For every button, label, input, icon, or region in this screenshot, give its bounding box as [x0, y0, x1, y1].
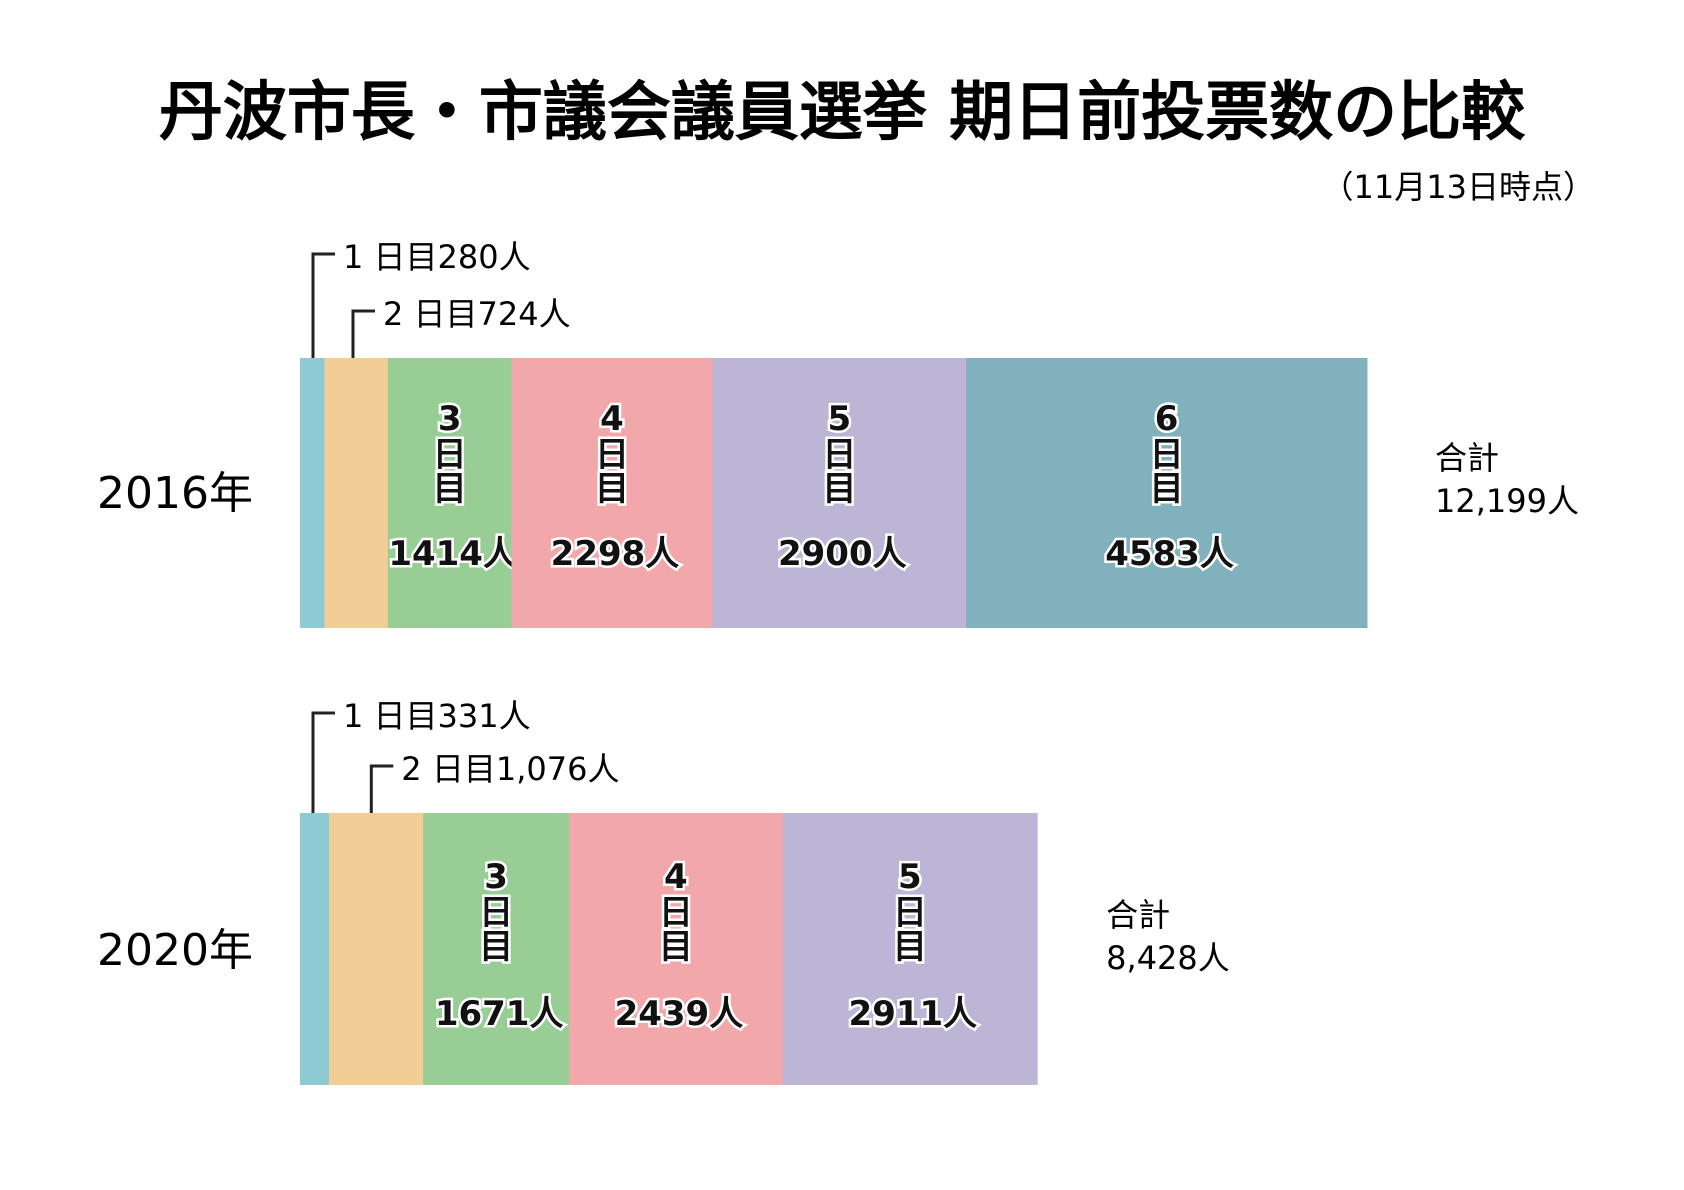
segment-day-char: 目	[893, 927, 927, 967]
segment-day-char: 日	[595, 435, 629, 475]
total-label: 合計	[1435, 439, 1499, 477]
callout-line	[369, 764, 394, 813]
bar-segment-day3	[387, 358, 512, 628]
data-label: 2 日目724人	[383, 295, 571, 333]
data-label: 1 日目331人	[343, 697, 531, 735]
bar-segment-day1	[300, 358, 325, 628]
segment-day-char: 目	[659, 927, 693, 967]
bar-segment-day6	[966, 358, 1368, 628]
chart-title: 丹波市長・市議会議員選挙 期日前投票数の比較	[159, 76, 1526, 150]
segment-day-char: 日	[433, 435, 467, 475]
data-label: 4583人	[1105, 534, 1234, 574]
data-label: 2298人	[551, 534, 680, 574]
data-label: 1 日目280人	[343, 238, 531, 276]
bar-segment-day5	[782, 813, 1038, 1085]
year-label: 2020年	[97, 925, 253, 976]
segment-day-char: 目	[1150, 469, 1184, 509]
segment-day-number: 6	[1155, 399, 1179, 439]
segment-day-number: 3	[438, 399, 462, 439]
data-label: 1671人	[435, 994, 564, 1034]
segment-day-number: 4	[600, 399, 624, 439]
segment-day-char: 日	[893, 893, 927, 933]
segment-day-char: 目	[479, 927, 513, 967]
bar-segment-day5	[712, 358, 967, 628]
segment-day-char: 日	[479, 893, 513, 933]
segment-day-number: 5	[827, 399, 851, 439]
segment-day-char: 目	[822, 469, 856, 509]
total-value: 8,428人	[1106, 939, 1230, 977]
bar-segment-day1	[300, 813, 330, 1085]
data-label: 2 日目1,076人	[401, 750, 619, 788]
segment-day-number: 4	[664, 857, 688, 897]
year-label: 2016年	[97, 468, 253, 519]
segment-day-char: 目	[433, 469, 467, 509]
segment-day-number: 3	[484, 857, 508, 897]
data-label: 2911人	[849, 994, 978, 1034]
segment-day-char: 日	[659, 893, 693, 933]
bar-segment-day4	[511, 358, 713, 628]
callout-line	[311, 711, 335, 813]
callout-line	[351, 309, 375, 358]
bar-segment-day2	[328, 813, 424, 1085]
chart-subtitle: （11月13日時点）	[1322, 168, 1595, 206]
bar-segment-day4	[569, 813, 784, 1085]
total-value: 12,199人	[1435, 482, 1579, 520]
data-label: 1414人	[388, 534, 517, 574]
data-label: 2439人	[615, 994, 744, 1034]
callout-line	[311, 252, 335, 358]
segment-day-char: 日	[822, 435, 856, 475]
segment-day-char: 目	[595, 469, 629, 509]
segment-day-number: 5	[898, 857, 922, 897]
data-label: 2900人	[778, 534, 907, 574]
bar-segment-day3	[423, 813, 570, 1085]
bar-segment-day2	[324, 358, 389, 628]
segment-day-char: 日	[1150, 435, 1184, 475]
total-label: 合計	[1106, 896, 1170, 934]
